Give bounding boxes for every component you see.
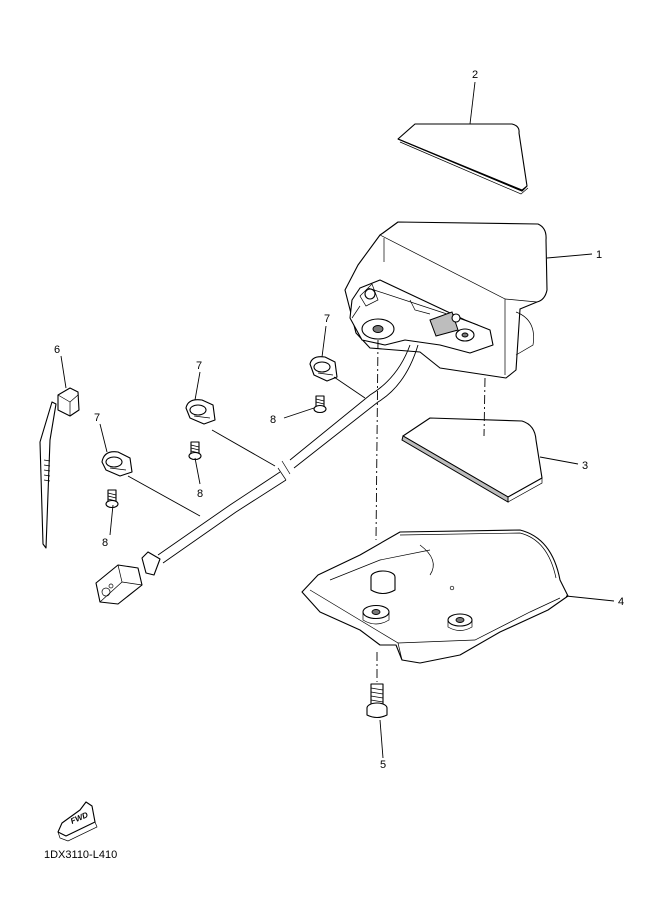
figure-ref: 1DX3110-L410 bbox=[44, 849, 117, 861]
callout-3: 3 bbox=[582, 460, 588, 472]
callout-6: 6 bbox=[54, 344, 60, 356]
part-7-clamp-c bbox=[309, 356, 338, 382]
callout-1: 1 bbox=[596, 249, 602, 261]
callout-5: 5 bbox=[380, 759, 386, 771]
part-1-taillight bbox=[344, 221, 548, 379]
callout-7-a: 7 bbox=[94, 412, 100, 424]
part-7-clamp-b bbox=[185, 399, 216, 425]
callout-2: 2 bbox=[472, 69, 478, 81]
wire-harness bbox=[95, 344, 419, 605]
part-3-pad bbox=[401, 417, 543, 503]
part-7-clamp-a bbox=[101, 451, 133, 477]
part-8-screw-c bbox=[313, 395, 327, 414]
part-4-base bbox=[301, 529, 569, 664]
part-8-screw-b bbox=[188, 441, 202, 461]
callout-8-c: 8 bbox=[270, 414, 276, 426]
callout-8-b: 8 bbox=[197, 488, 203, 500]
callout-8-a: 8 bbox=[102, 537, 108, 549]
leader-lines bbox=[60, 81, 615, 759]
callout-7-b: 7 bbox=[196, 360, 202, 372]
part-5-screw bbox=[366, 683, 388, 719]
part-8-screw-a bbox=[105, 489, 119, 509]
part-2-pad bbox=[397, 123, 529, 195]
part-6-cable-tie bbox=[39, 387, 80, 549]
fwd-arrow-icon: FWD bbox=[57, 801, 98, 842]
callout-4: 4 bbox=[618, 596, 624, 608]
callout-7-c: 7 bbox=[324, 313, 330, 325]
